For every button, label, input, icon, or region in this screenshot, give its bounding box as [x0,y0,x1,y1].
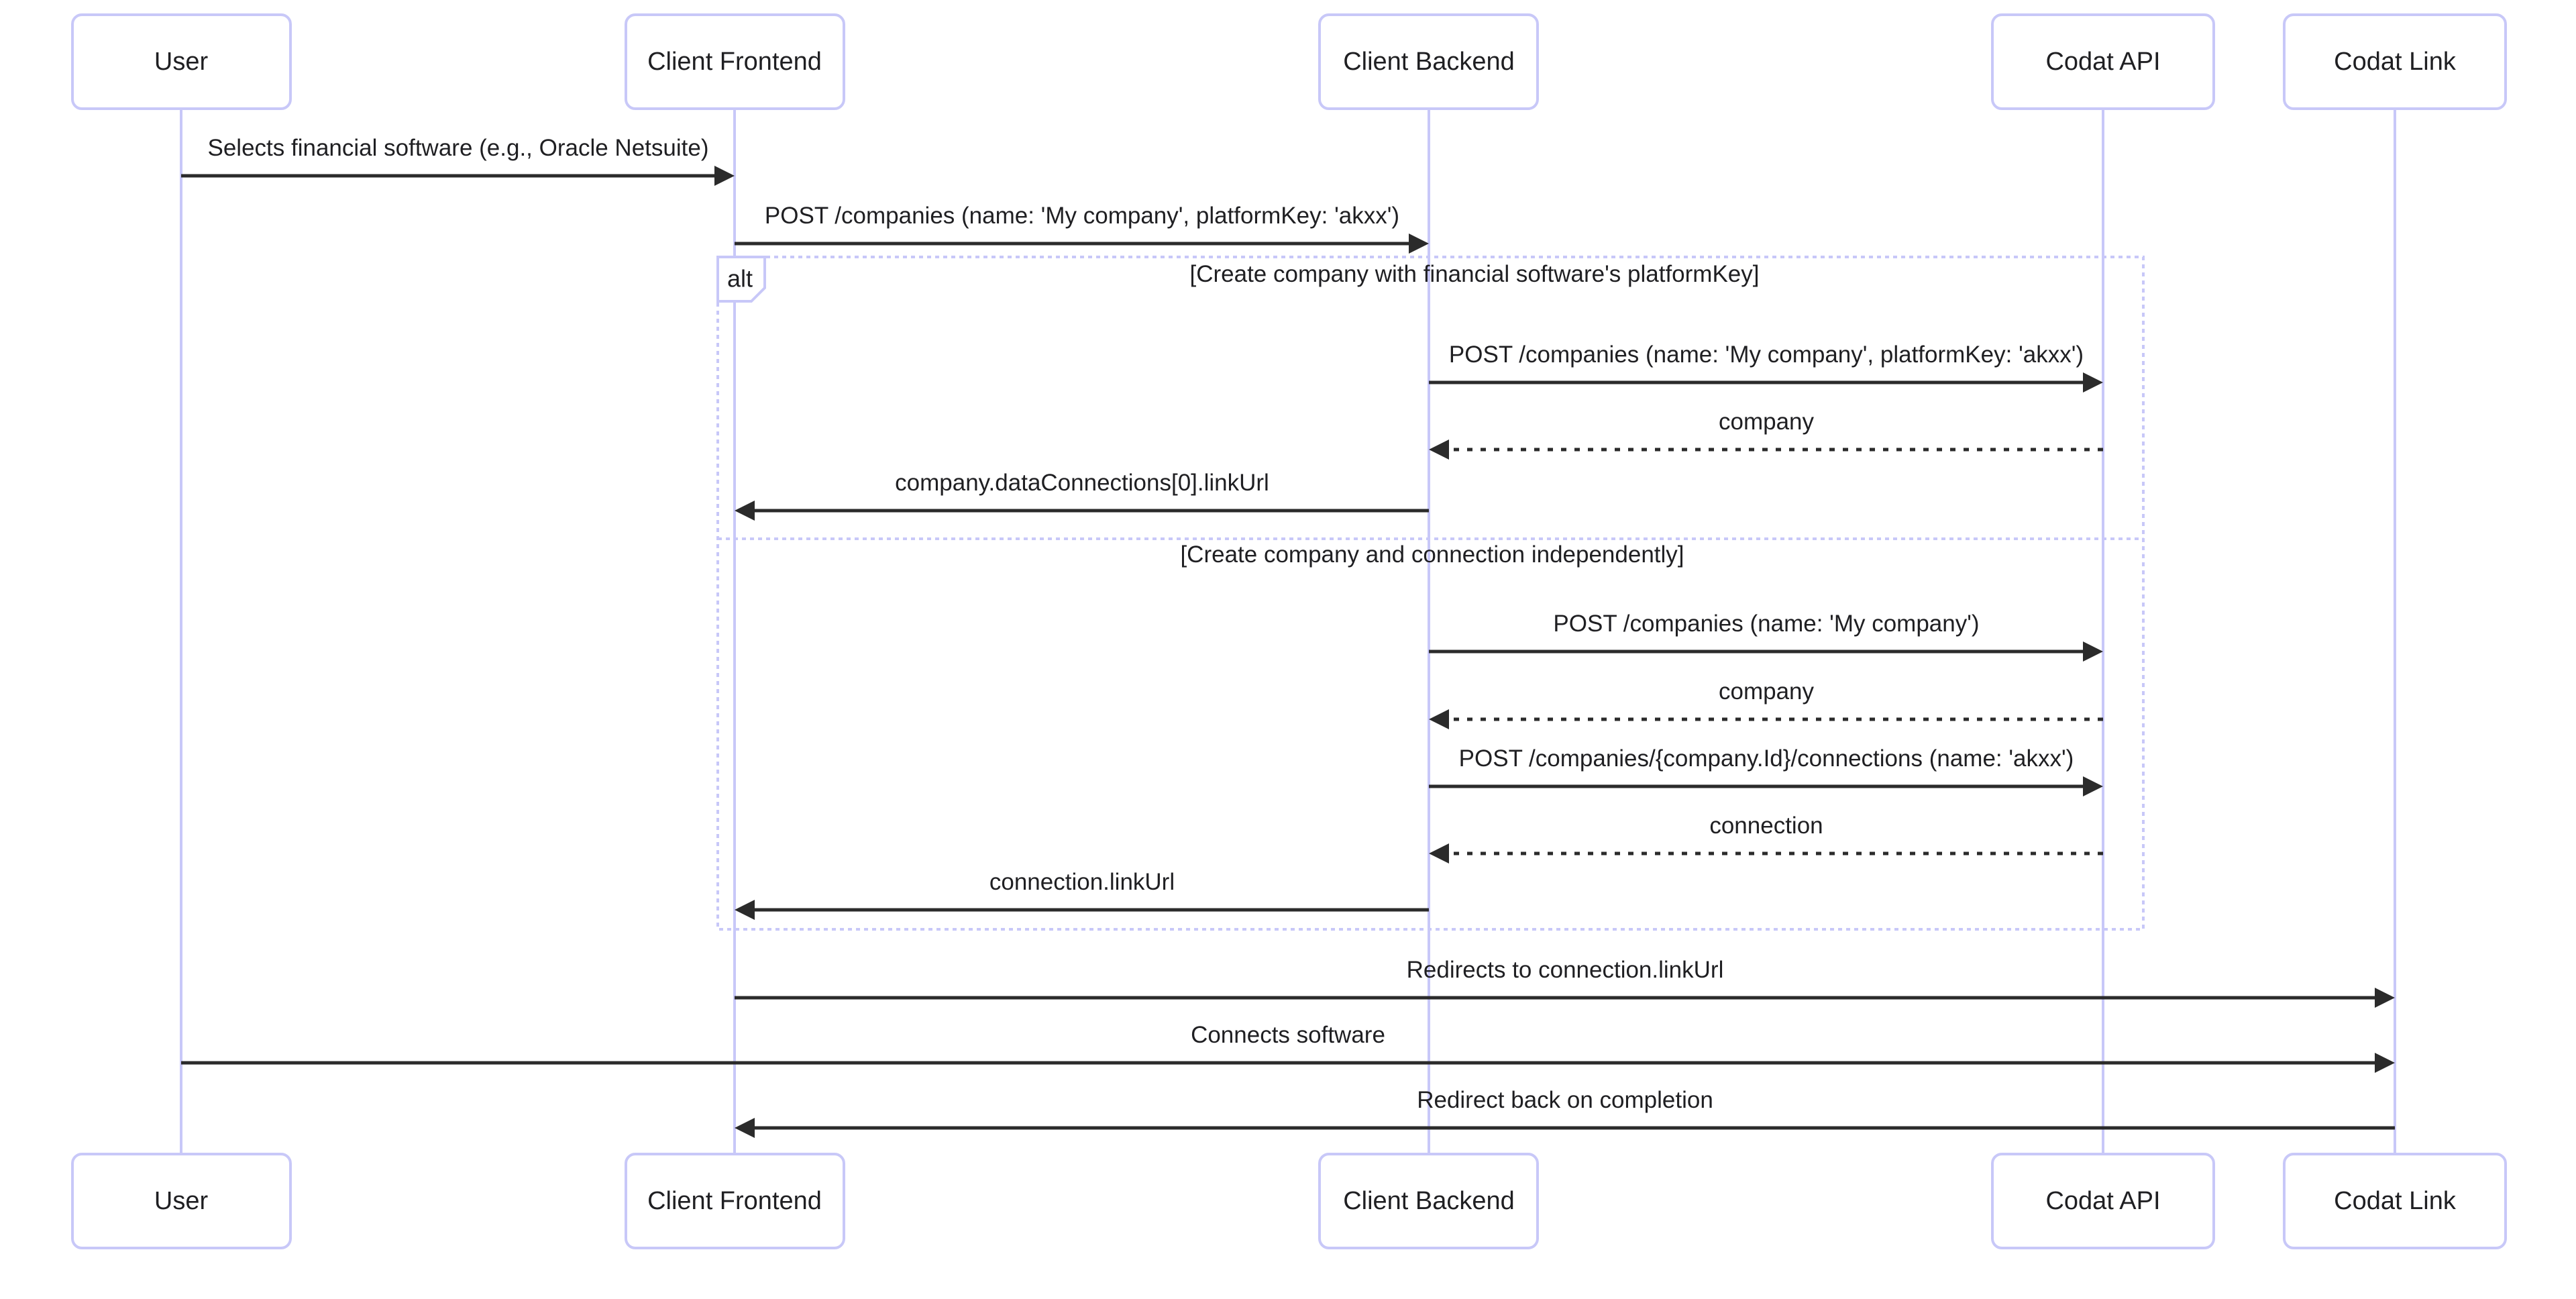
participant-box-codatapi[interactable] [1991,1153,2215,1249]
message-arrowhead-2 [1409,233,1429,254]
message-label-5: company.dataConnections[0].linkUrl [895,470,1269,496]
participant-label-codatapi: Codat API [2045,1187,2160,1215]
participant-bottom-user[interactable]: User [71,1153,292,1249]
message-label-3: POST /companies (name: 'My company', pla… [1449,342,2084,368]
participant-label-codatlink: Codat Link [2334,48,2457,76]
participant-box-user[interactable] [71,1153,292,1249]
alt-branch-condition-1: [Create company with financial software'… [1190,261,1760,287]
participant-label-user: User [154,1187,209,1215]
message-label-10: connection.linkUrl [989,869,1175,895]
message-label-7: company [1719,678,1815,705]
message-label-6: POST /companies (name: 'My company') [1553,611,1979,637]
participant-box-frontend[interactable] [625,1153,845,1249]
participant-top-frontend[interactable]: Client Frontend [625,13,845,110]
message-arrowhead-1 [714,166,735,186]
participant-top-codatlink[interactable]: Codat Link [2283,13,2507,110]
message-label-1: Selects financial software (e.g., Oracle… [208,135,709,161]
participant-label-backend: Client Backend [1343,1187,1515,1215]
participant-box-codatapi[interactable] [1991,13,2215,110]
message-label-2: POST /companies (name: 'My company', pla… [765,203,1399,229]
participant-label-backend: Client Backend [1343,48,1515,76]
participant-bottom-frontend[interactable]: Client Frontend [625,1153,845,1249]
message-label-13: Redirect back on completion [1417,1087,1713,1113]
message-arrowhead-7 [1429,709,1449,729]
message-label-8: POST /companies/{company.Id}/connections… [1459,745,2074,772]
fragment-group: alt [Create company with financial softwa… [716,256,2145,931]
participant-top-user[interactable]: User [71,13,292,110]
message-arrowhead-4 [1429,439,1449,460]
participant-label-codatapi: Codat API [2045,48,2160,76]
participant-box-frontend[interactable] [625,13,845,110]
alt-branch-condition-2: [Create company and connection independe… [1180,541,1684,568]
messages-group: Selects financial software (e.g., Oracle… [181,135,2395,1138]
message-arrowhead-6 [2083,641,2103,662]
participant-bottom-codatapi[interactable]: Codat API [1991,1153,2215,1249]
participant-label-codatlink: Codat Link [2334,1187,2457,1215]
message-arrowhead-3 [2083,372,2103,393]
participant-box-codatlink[interactable] [2283,1153,2507,1249]
alt-fragment-tab-label: alt [727,265,753,293]
message-label-12: Connects software [1191,1022,1385,1048]
message-arrowhead-11 [2375,988,2395,1008]
message-arrowhead-9 [1429,843,1449,864]
participant-box-backend[interactable] [1318,13,1539,110]
participant-bottom-backend[interactable]: Client Backend [1318,1153,1539,1249]
participant-label-frontend: Client Frontend [647,1187,822,1215]
participant-box-backend[interactable] [1318,1153,1539,1249]
participant-top-codatapi[interactable]: Codat API [1991,13,2215,110]
participant-box-user[interactable] [71,13,292,110]
message-arrowhead-5 [735,501,755,521]
alt-fragment-tab [716,256,766,303]
participant-bottom-codatlink[interactable]: Codat Link [2283,1153,2507,1249]
message-label-11: Redirects to connection.linkUrl [1407,957,1724,983]
alt-fragment-box [716,256,2145,931]
participant-label-user: User [154,48,209,76]
message-label-4: company [1719,409,1815,435]
message-label-9: connection [1709,813,1823,839]
message-arrowhead-13 [735,1118,755,1138]
message-arrowhead-10 [735,900,755,920]
participant-top-backend[interactable]: Client Backend [1318,13,1539,110]
message-arrowhead-12 [2375,1053,2395,1073]
participant-label-frontend: Client Frontend [647,48,822,76]
message-arrowhead-8 [2083,776,2103,796]
participant-box-codatlink[interactable] [2283,13,2507,110]
